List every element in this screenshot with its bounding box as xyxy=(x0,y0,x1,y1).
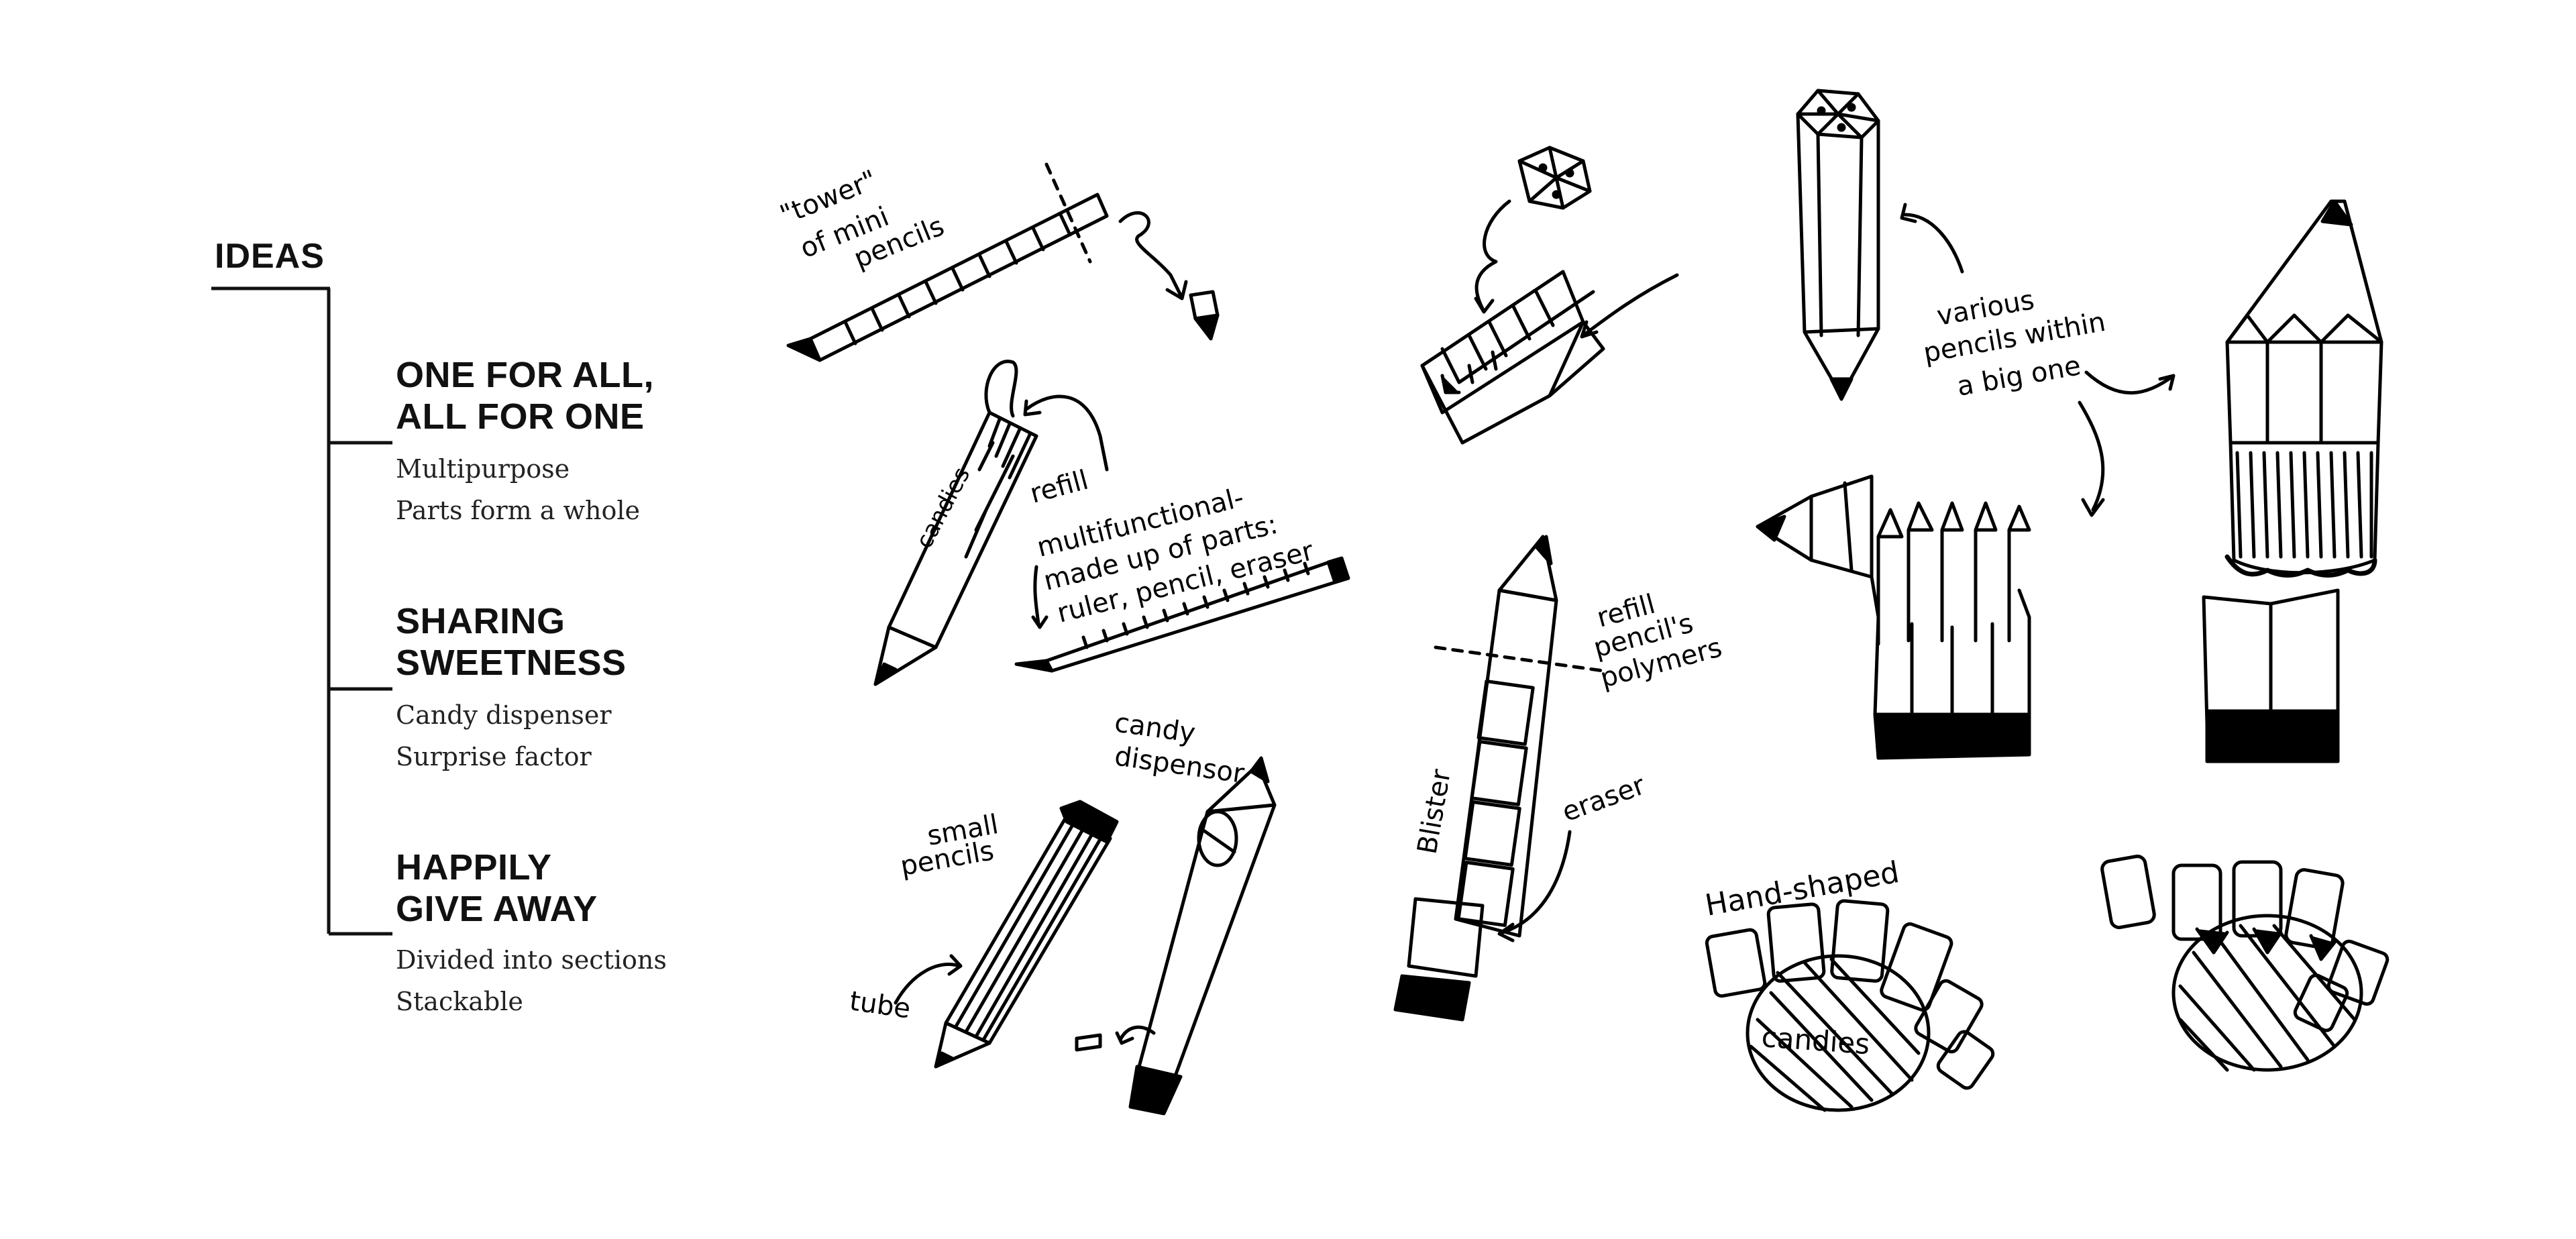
idea-3-heading-line2: GIVE AWAY xyxy=(396,889,598,929)
hand-shaped-candies-closed-sketch xyxy=(2100,855,2390,1072)
idea-1-heading-line2: ALL FOR ONE xyxy=(396,396,645,437)
idea-2-notes: Candy dispenser Surprise factor xyxy=(396,694,612,777)
refill-label: refill xyxy=(1027,465,1092,510)
candy-dispensor-label-line2: dispensor xyxy=(1113,741,1247,790)
idea-1-heading-line1: ONE FOR ALL, xyxy=(396,355,654,395)
idea-3-heading: HAPPILY GIVE AWAY xyxy=(396,847,598,930)
candies-pencil-sketch xyxy=(873,360,1109,686)
idea-3-note: Divided into sections xyxy=(396,945,667,975)
ruler-pencil-sketch xyxy=(1014,556,1350,673)
tube-pencil-sketch xyxy=(894,800,1119,1069)
idea-1-heading: ONE FOR ALL, ALL FOR ONE xyxy=(396,354,654,437)
idea-1-note: Multipurpose xyxy=(396,454,570,484)
idea-3-note: Stackable xyxy=(396,987,523,1016)
idea-1-notes: Multipurpose Parts form a whole xyxy=(396,448,640,531)
bundle-pencil-sketch xyxy=(2078,199,2383,763)
candies-hand-label: candies xyxy=(1760,1020,1871,1061)
candies-pencil-label: candies xyxy=(911,463,976,553)
blister-label: Blister xyxy=(1412,767,1457,857)
idea-3-heading-line1: HAPPILY xyxy=(396,847,552,887)
idea-1-note: Parts form a whole xyxy=(396,496,641,525)
idea-2-heading-line1: SHARING xyxy=(396,601,566,641)
pencils-cup-sketch xyxy=(1756,474,2031,760)
idea-2-note: Candy dispenser xyxy=(396,700,612,730)
idea-3-notes: Divided into sections Stackable xyxy=(396,939,667,1022)
eraser-label: eraser xyxy=(1558,769,1650,828)
idea-2-heading: SHARING SWEETNESS xyxy=(396,600,627,684)
hand-shaped-label: Hand-shaped xyxy=(1703,855,1902,923)
idea-2-heading-line2: SWEETNESS xyxy=(396,643,627,683)
tower-pencil-sketch xyxy=(786,162,1220,362)
hand-shaped-candies-sketch xyxy=(1705,899,1995,1112)
ideas-title: IDEAS xyxy=(215,237,325,276)
folded-pencil-sketch xyxy=(1420,146,1679,445)
big-pencil-sketch xyxy=(1796,89,1964,401)
blister-pencil-sketch xyxy=(1393,535,1605,1022)
idea-2-note: Surprise factor xyxy=(396,742,592,771)
candy-dispenser-pencil-sketch xyxy=(1075,756,1277,1116)
